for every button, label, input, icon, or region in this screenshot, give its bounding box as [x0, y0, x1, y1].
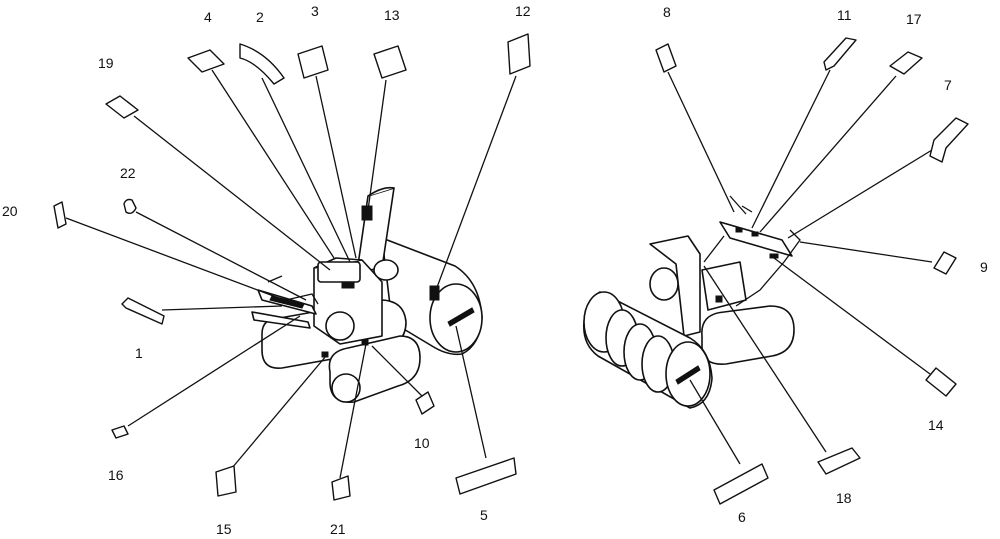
decal-icon-10 — [415, 391, 435, 415]
decal-icon-20 — [53, 201, 67, 229]
decal-icon-17 — [889, 51, 923, 75]
callout-15: 15 — [216, 521, 232, 537]
decal-icon-13 — [373, 45, 407, 79]
decal-icon-5 — [455, 457, 517, 495]
decal-icons — [53, 33, 969, 505]
callout-22: 22 — [120, 165, 136, 181]
decal-icon-6 — [713, 463, 769, 505]
decal-icon-16 — [111, 425, 129, 439]
decal-icon-14 — [925, 367, 957, 397]
callout-8: 8 — [663, 4, 671, 20]
callout-16: 16 — [108, 467, 124, 483]
callout-10: 10 — [414, 435, 430, 451]
snowblower-rear-view — [251, 186, 483, 403]
decal-icon-4 — [187, 49, 225, 73]
callout-20: 20 — [2, 203, 18, 219]
decal-icon-12 — [507, 33, 531, 75]
callout-5: 5 — [480, 507, 488, 523]
decal-icon-2 — [239, 43, 285, 85]
callout-21: 21 — [330, 521, 346, 537]
callout-1: 1 — [135, 345, 143, 361]
decal-icon-11 — [823, 37, 857, 71]
decal-icon-21 — [331, 475, 351, 501]
callout-18: 18 — [836, 490, 852, 506]
leader-lines — [65, 69, 933, 479]
callout-11: 11 — [837, 7, 852, 23]
decal-icon-7 — [929, 117, 969, 163]
decal-icon-15 — [215, 465, 237, 497]
callout-6: 6 — [738, 509, 746, 525]
decal-icon-9 — [933, 251, 957, 275]
callout-numbers: 1 2 3 4 5 6 7 8 9 10 11 12 13 14 15 16 1… — [2, 3, 988, 537]
snowblower-front-view — [582, 195, 801, 409]
decal-icon-19 — [105, 95, 139, 119]
callout-2: 2 — [256, 9, 264, 25]
callout-14: 14 — [928, 417, 944, 433]
decal-icon-8 — [655, 43, 677, 73]
decal-icon-1 — [121, 297, 165, 325]
callout-13: 13 — [384, 7, 400, 23]
callout-19: 19 — [98, 55, 114, 71]
callout-4: 4 — [204, 9, 212, 25]
callout-12: 12 — [515, 3, 531, 19]
decal-icon-22 — [123, 198, 137, 215]
decal-icon-3 — [297, 45, 329, 79]
callout-7: 7 — [944, 77, 952, 93]
callout-3: 3 — [311, 3, 319, 19]
callout-17: 17 — [906, 11, 922, 27]
callout-9: 9 — [980, 259, 988, 275]
decal-icon-18 — [817, 447, 861, 475]
